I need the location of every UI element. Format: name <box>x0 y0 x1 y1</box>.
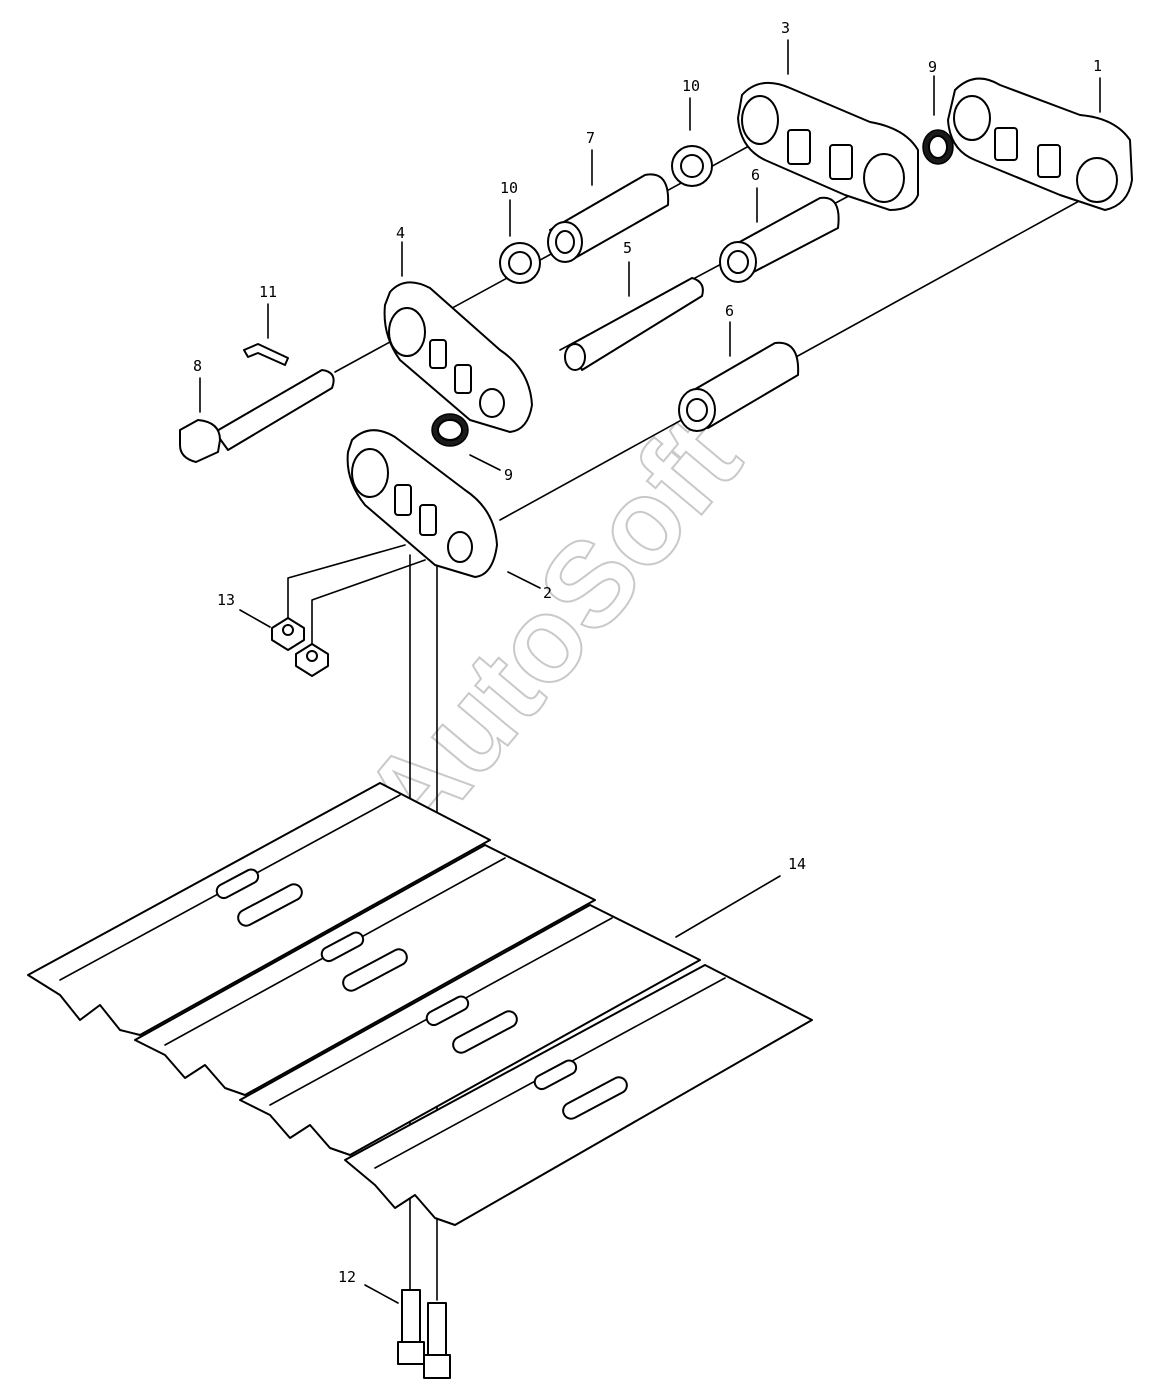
callout-10-upper: 10 <box>682 77 700 95</box>
part-11-lock <box>243 343 289 366</box>
callout-5: 5 <box>623 239 632 257</box>
part-1-link-right <box>947 77 1133 211</box>
part-4-link <box>383 281 533 433</box>
part-14-track-shoes <box>27 782 813 1226</box>
part-6-bushing-upper <box>719 196 840 283</box>
callout-4: 4 <box>396 224 405 242</box>
callout-11: 11 <box>259 283 277 301</box>
part-13-nuts <box>271 617 329 677</box>
callout-8: 8 <box>193 357 202 375</box>
callouts: 1 2 3 4 5 6 6 7 8 9 9 10 10 11 12 13 14 <box>193 19 1102 1286</box>
part-2-link <box>346 429 498 578</box>
callout-13: 13 <box>217 591 235 609</box>
callout-9-upper: 9 <box>928 58 937 76</box>
part-8-master-pin <box>179 369 335 463</box>
callout-6-lower: 6 <box>725 302 734 320</box>
callout-12: 12 <box>338 1268 356 1286</box>
part-12-bolts <box>397 1289 451 1379</box>
callout-9-lower: 9 <box>504 466 513 484</box>
callout-3: 3 <box>781 19 790 37</box>
callout-7: 7 <box>586 129 595 147</box>
callout-6-upper: 6 <box>751 166 760 184</box>
part-5-pin <box>564 277 704 371</box>
callout-14: 14 <box>788 855 806 873</box>
part-6-bushing-lower <box>678 341 800 432</box>
part-7-bushing <box>547 173 670 263</box>
part-3-link-left <box>737 81 919 211</box>
callout-1: 1 <box>1093 57 1102 75</box>
leader-lines <box>199 39 1101 1304</box>
callout-10-lower: 10 <box>500 179 518 197</box>
callout-2: 2 <box>543 584 552 602</box>
